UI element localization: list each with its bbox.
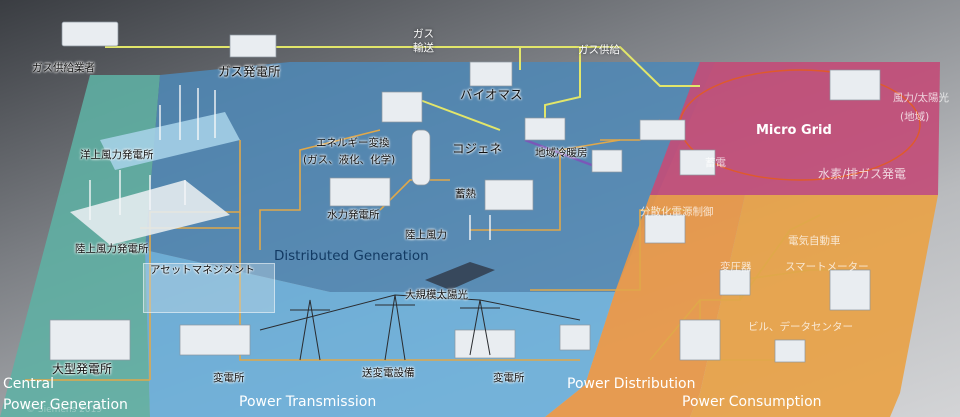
zone-title-power-distribution: Power Distribution xyxy=(567,376,695,392)
label-energy-conversion-2: (ガス、液化、化学) xyxy=(303,155,395,166)
heat-storage-facility xyxy=(485,180,533,210)
copyright-text: © Siemens 2019 xyxy=(26,405,102,415)
substation-right-facility xyxy=(455,330,515,358)
zone-title-distributed-generation: Distributed Generation xyxy=(274,249,429,265)
label-smart-meter: スマートメーター xyxy=(785,262,869,273)
label-large-power-plant: 大型発電所 xyxy=(52,363,112,375)
label-substation-right: 変電所 xyxy=(493,373,525,384)
label-gas-power-plant: ガス発電所 xyxy=(218,66,281,79)
label-asset-management: アセットマネジメント xyxy=(150,265,255,276)
biomass-facility xyxy=(470,62,512,86)
label-heat-storage: 蓄熱 xyxy=(455,189,476,200)
label-offshore-wind: 洋上風力発電所 xyxy=(80,150,154,161)
label-onshore-wind-plant: 陸上風力発電所 xyxy=(75,244,149,255)
zone-title-central-1: Central xyxy=(3,376,54,392)
label-transmission-equipment: 送変電設備 xyxy=(362,368,415,379)
hydro-facility xyxy=(330,178,390,206)
building-facility xyxy=(830,270,870,310)
label-hydro-power: 水力発電所 xyxy=(327,210,380,221)
label-onshore-wind: 陸上風力 xyxy=(405,230,447,241)
microgrid-link-facility xyxy=(640,120,685,140)
label-building-dc: ビル、データセンター xyxy=(748,322,853,333)
label-der-control: 分散化電源制御 xyxy=(640,207,714,218)
substation-left-facility xyxy=(180,325,250,355)
label-large-solar: 大規模太陽光 xyxy=(405,290,468,301)
label-ev: 電気自動車 xyxy=(788,236,841,247)
conversion-tank xyxy=(412,130,430,185)
label-energy-conversion-1: エネルギー変換 xyxy=(316,138,390,149)
zone-title-power-consumption: Power Consumption xyxy=(682,394,822,410)
datacenter-facility xyxy=(680,320,720,360)
transformer-facility xyxy=(720,270,750,295)
label-biomass: バイオマス xyxy=(460,89,523,102)
der-control-monitor xyxy=(645,215,685,243)
label-district-heating: 地域冷暖房 xyxy=(535,148,588,159)
label-hydrogen-exhaust: 水素/排ガス発電 xyxy=(818,168,906,180)
distribution-facility xyxy=(560,325,590,350)
label-gas-transport-1: ガス xyxy=(413,29,434,40)
label-gas-supply: ガス供給 xyxy=(578,45,620,56)
label-gas-transport-2: 輸送 xyxy=(413,43,434,54)
label-cogeneration: コジェネ xyxy=(452,143,502,156)
microgrid-solar xyxy=(830,70,880,100)
label-storage: 蓄電 xyxy=(705,158,726,169)
label-regional: (地域) xyxy=(900,112,929,123)
large-plant-facility xyxy=(50,320,130,360)
label-substation-left: 変電所 xyxy=(213,373,245,384)
gas-supplier-facility xyxy=(62,22,118,46)
cogeneration-facility xyxy=(525,118,565,140)
label-gas-supplier: ガス供給業者 xyxy=(32,63,95,74)
label-wind-solar: 風力/太陽光 xyxy=(893,93,949,104)
label-transformer: 変圧器 xyxy=(720,262,752,273)
district-heating-facility xyxy=(592,150,622,172)
zone-title-micro-grid: Micro Grid xyxy=(756,124,832,139)
consumer-facility xyxy=(775,340,805,362)
zone-title-power-transmission: Power Transmission xyxy=(239,394,376,410)
gas-power-plant-facility xyxy=(230,35,276,57)
energy-conversion-facility xyxy=(382,92,422,122)
